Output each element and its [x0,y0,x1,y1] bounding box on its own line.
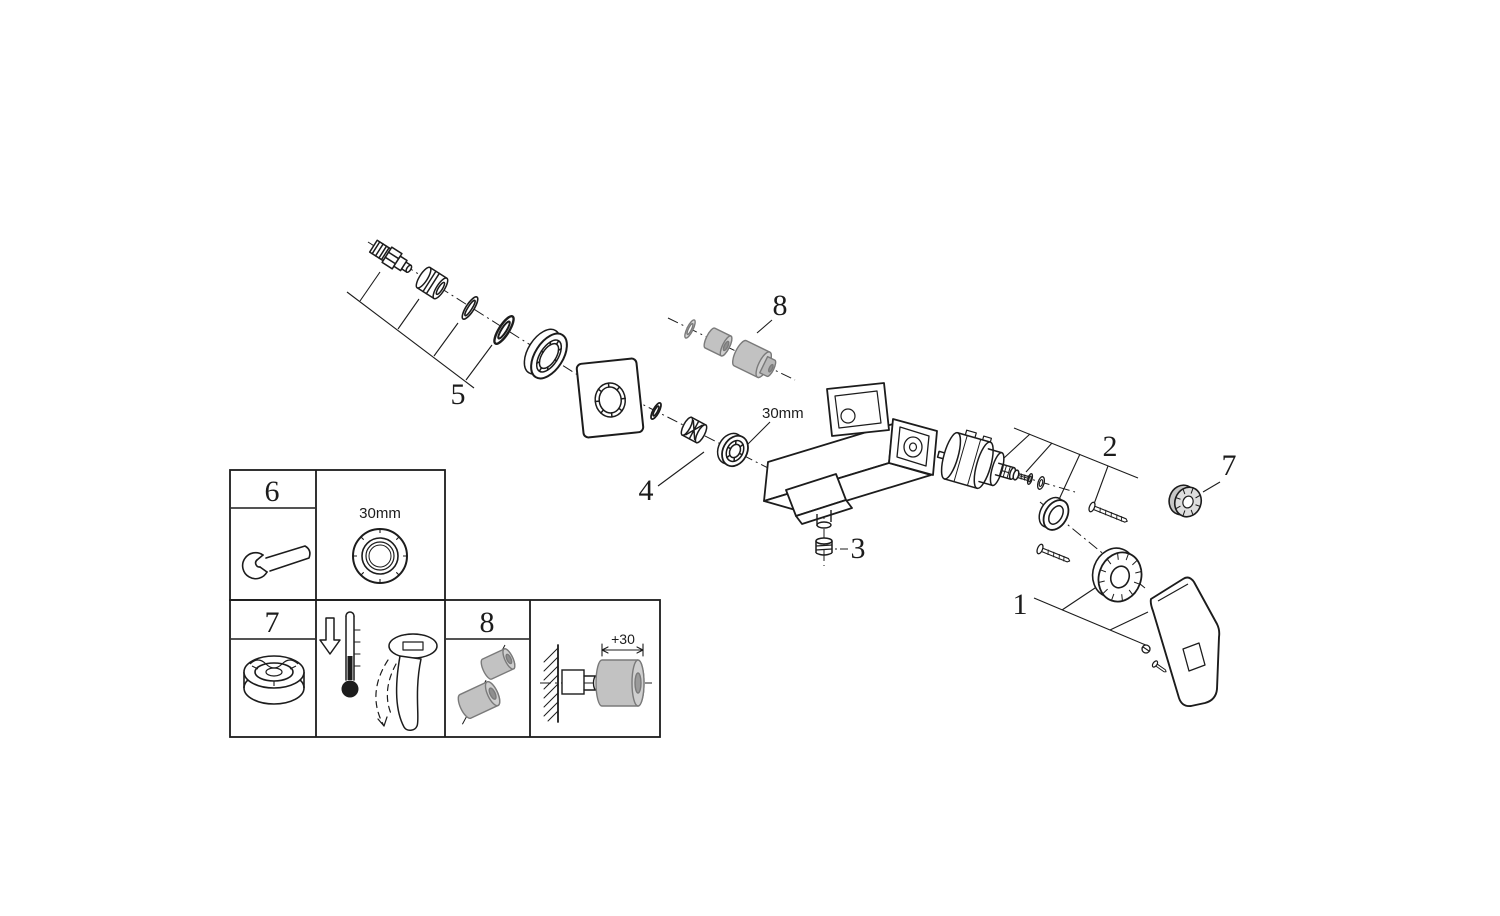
o-ring-thin [461,296,479,320]
fixing-screw-long [1088,501,1128,523]
fixing-screw-short [1036,543,1071,563]
callout-3: 3 [851,532,866,565]
round-escutcheon [1091,547,1143,603]
body-top-flange [826,382,890,437]
small-nut [1036,476,1046,490]
cartridge-socket-face [888,418,938,476]
o-ring-thick [493,315,515,345]
mounting-ring [1038,496,1070,531]
callout-8: 8 [773,289,788,322]
callout-7: 7 [1222,449,1237,482]
outlet-screw-plug [815,537,833,556]
filter-insert-part [680,416,708,444]
shower-outlet-block [785,473,853,529]
small-o-ring [650,402,662,420]
callout-5: 5 [451,378,466,411]
wrench-icon [241,545,311,580]
handle-motion-icon [375,633,438,731]
inset-label-6: 6 [265,475,280,508]
small-washer [1026,473,1034,485]
handle-assembly-group [1091,484,1221,708]
wall-hatch [543,647,559,722]
union-nut-part [523,328,568,380]
callout-2: 2 [1103,430,1118,463]
dimension-arrow [601,643,644,657]
extension-inset-icon [543,643,645,723]
faucet-body-group [763,382,938,556]
extension-part [595,659,645,707]
inlet-parts-group [650,402,749,468]
s-union-parts-group [368,239,645,439]
valve-housing-part [732,339,777,379]
valve-inset-icon [457,644,516,726]
inset-nut-size-label: 30mm [359,505,401,522]
union-nut-30mm [716,432,749,468]
threaded-fitting-part [368,239,413,274]
callout-leader-lines [346,271,1221,647]
down-arrow-icon [319,617,341,655]
callout-4: 4 [639,474,654,507]
lever-handle [1149,576,1221,708]
labels: 5 8 4 3 2 1 7 30mm 6 30mm 7 8 +30 [265,289,1237,647]
inset-label-7: 7 [265,606,280,639]
temperature-limit-inset [319,611,438,731]
callout-1: 1 [1013,588,1028,621]
check-valve-optional-group [684,319,777,379]
nut-size-label: 30mm [762,405,804,422]
inset-boxes-frame [229,469,661,738]
nut-30mm-icon [352,528,408,584]
temperature-stop-cap [1168,484,1203,518]
cap-inset-icon [243,655,305,705]
extension-dim-label: +30 [611,631,635,647]
valve-insert-part [703,327,733,357]
cartridge-group [936,429,1128,563]
thermometer-icon [341,611,361,698]
square-escutcheon-plate [575,357,645,439]
adapter-bushing-part [415,266,449,300]
inset-label-8: 8 [480,606,495,639]
cartridge-part [940,429,1017,490]
handle-screws [1141,644,1167,673]
valve-washer-part [684,319,696,339]
